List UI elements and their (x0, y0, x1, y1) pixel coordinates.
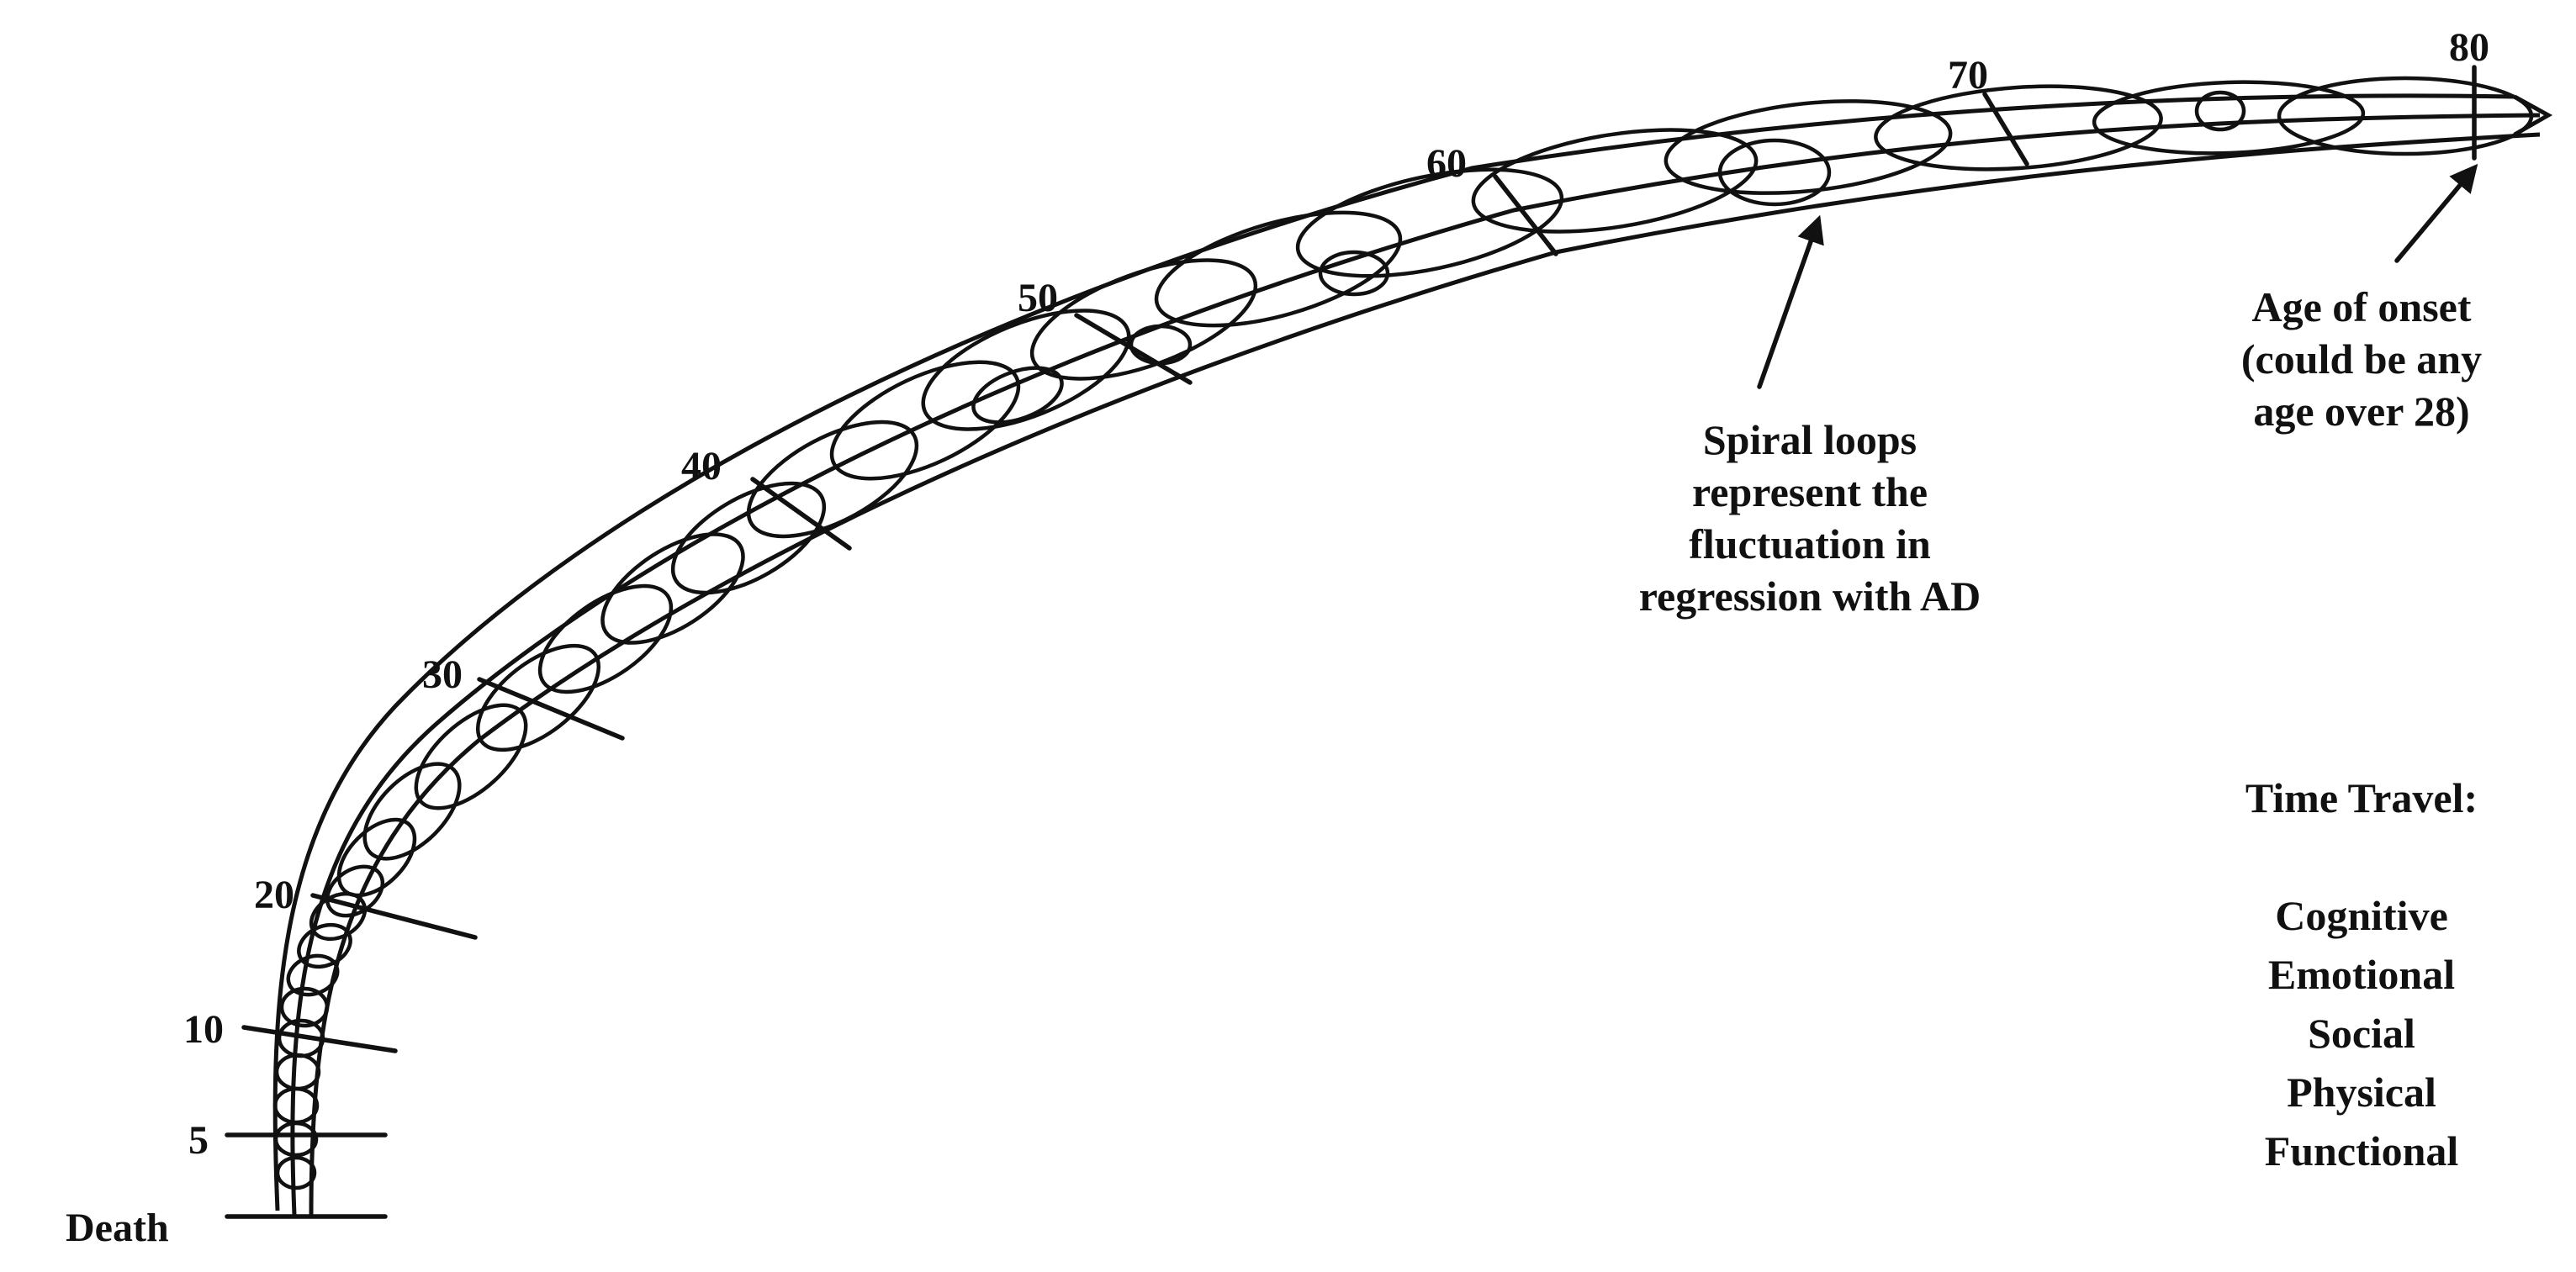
spiral-loop (1717, 138, 1832, 207)
onset-note-arrow (2394, 163, 2478, 263)
spiral-loop (2092, 80, 2366, 156)
onset-note-line: (could be any (2241, 335, 2482, 383)
label-age-80: 80 (2449, 25, 2489, 70)
time-travel-item: Physical (2287, 1069, 2436, 1116)
label-age-50: 50 (1018, 276, 1058, 320)
spiral-loop (670, 481, 827, 595)
spiral-loop (286, 953, 340, 997)
spiral-loop (325, 864, 385, 918)
time-travel-legend: Time Travel: Cognitive Emotional Social … (2245, 774, 2478, 1174)
onset-note-line: age over 28) (2253, 388, 2469, 435)
onset-note-line: Age of onset (2251, 283, 2471, 330)
spiral-loop (362, 762, 462, 861)
spiral-loop (1295, 167, 1564, 278)
spiral-loop (1318, 250, 1390, 297)
label-age-40: 40 (681, 444, 722, 488)
spiral-note-line: represent the (1692, 468, 1928, 515)
label-death: Death (66, 1206, 169, 1250)
spiral-loop (1874, 84, 2163, 172)
spiral-loop (1154, 210, 1403, 328)
spiral-loop (275, 1155, 317, 1190)
age-ticks (225, 65, 2477, 1219)
time-travel-item: Cognitive (2275, 892, 2448, 939)
spiral-loop (2194, 90, 2246, 132)
spiral-loop (414, 703, 528, 810)
spiral-note-line: Spiral loops (1703, 416, 1917, 463)
tick-20 (310, 893, 478, 940)
spiral-loop (971, 366, 1064, 425)
label-age-70: 70 (1948, 53, 1988, 98)
spiral-loop (272, 1086, 320, 1125)
label-age-60: 60 (1426, 141, 1467, 186)
spiral-loop (475, 643, 601, 752)
spiral-loop (1471, 128, 1759, 234)
spiral-loop (336, 817, 417, 898)
spiral-note-line: regression with AD (1639, 573, 1981, 620)
tick-70 (1982, 92, 2029, 166)
spiral-spine-line (290, 113, 2541, 1216)
label-age-20: 20 (254, 873, 294, 917)
spiral-upper-edge (272, 93, 2515, 1211)
spiral-band (272, 93, 2541, 1216)
spiral-loop (829, 360, 1021, 481)
spiral-loop (746, 420, 919, 539)
label-age-5: 5 (188, 1118, 209, 1163)
label-age-10: 10 (183, 1007, 224, 1052)
spiral-loop (279, 986, 330, 1028)
spiral-note-line: fluctuation in (1689, 520, 1931, 567)
spiral-tip (2513, 94, 2553, 137)
tick-40 (750, 477, 852, 551)
tick-10 (241, 1025, 398, 1053)
spiral-note-arrow (1757, 214, 1824, 389)
spiral-lower-edge (309, 132, 2541, 1216)
time-travel-heading: Time Travel: (2245, 774, 2478, 821)
spiral-loop (921, 309, 1131, 431)
time-travel-item: Social (2308, 1010, 2415, 1057)
spiral-loop (273, 1121, 319, 1158)
time-travel-item: Functional (2265, 1127, 2459, 1174)
tick-30 (477, 677, 625, 741)
time-travel-item: Emotional (2268, 951, 2455, 998)
age-of-onset-note: Age of onset (could be any age over 28) (2241, 283, 2482, 435)
age-labels: Death 5 10 20 30 40 50 60 70 80 (66, 25, 2489, 1250)
label-age-30: 30 (422, 652, 463, 697)
tick-50 (1074, 313, 1193, 385)
spiral-loop (537, 583, 674, 694)
spiral-loop (274, 1053, 321, 1091)
spiral-loop (1664, 99, 1953, 195)
spiral-loop (1129, 324, 1193, 366)
tick-60 (1493, 174, 1558, 256)
spiral-loops-note: Spiral loops represent the fluctuation i… (1639, 416, 1981, 620)
spiral-loop (2277, 76, 2534, 156)
spiral-loop (600, 532, 745, 645)
